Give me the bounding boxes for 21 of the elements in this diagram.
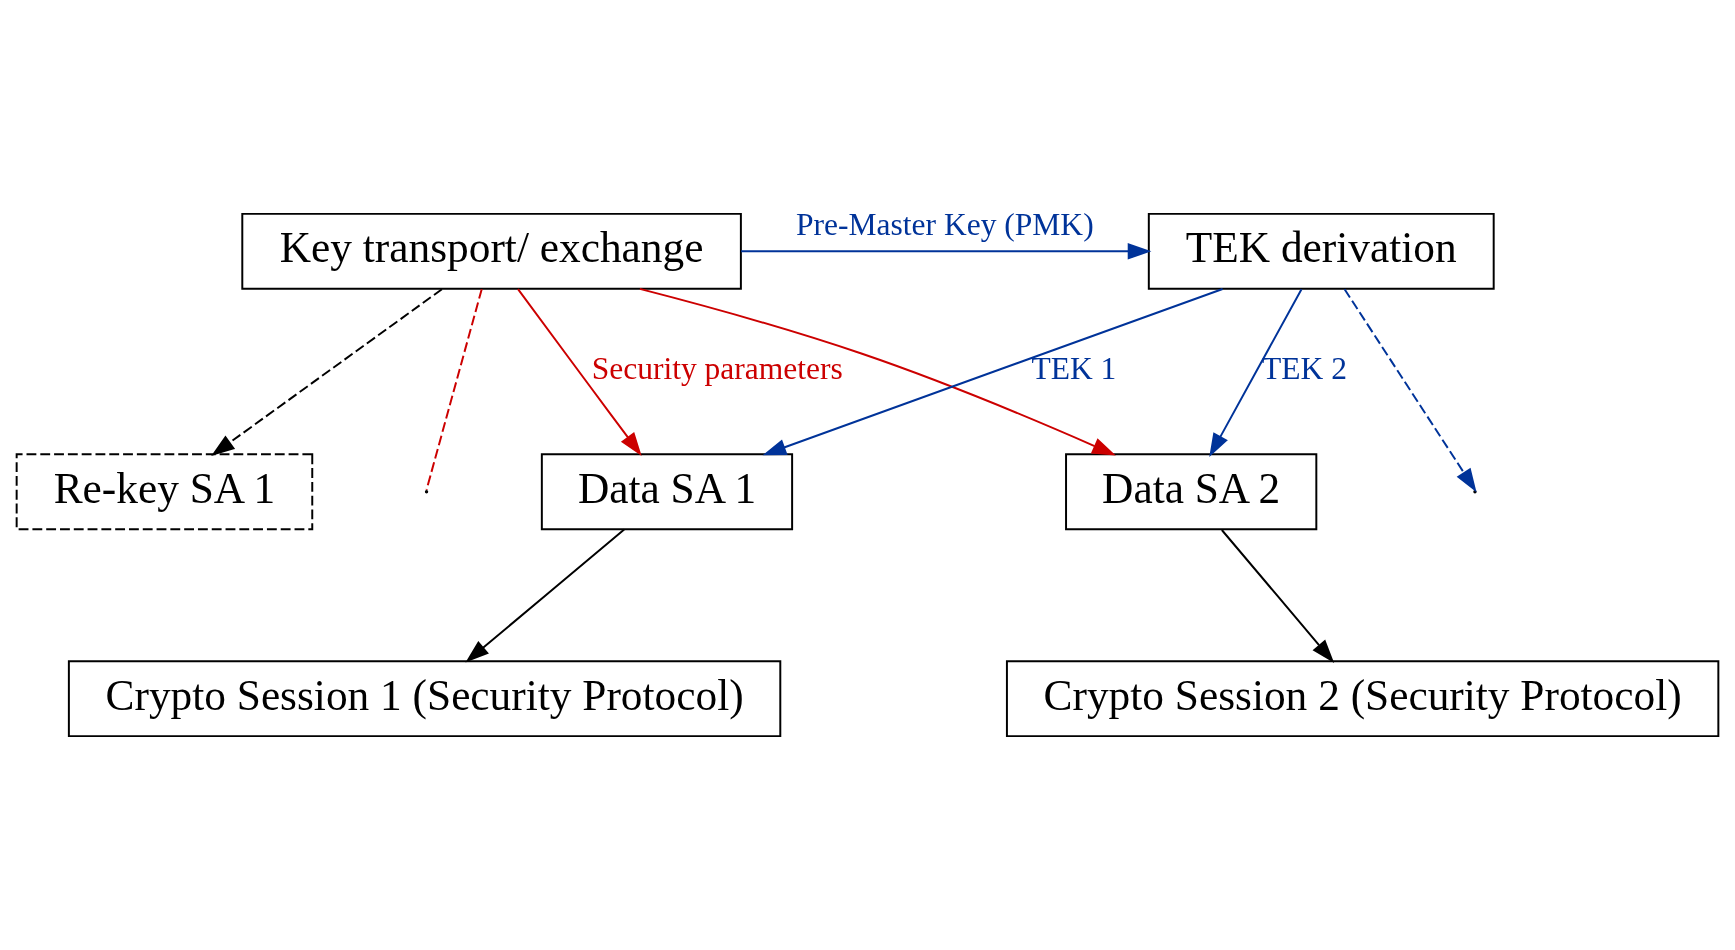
arrow <box>465 528 626 663</box>
node-box: Data SA 2 <box>1065 453 1318 531</box>
arrow <box>1209 288 1303 457</box>
arrow <box>517 288 642 456</box>
edge-label: TEK 1 <box>1031 351 1117 387</box>
arrow <box>762 288 1224 456</box>
connector <box>425 288 483 491</box>
arrow <box>1220 529 1335 664</box>
edge-label: Pre-Master Key (PMK) <box>796 207 1094 243</box>
arrow <box>211 288 443 457</box>
node-box: Key transport/ exchange <box>241 212 742 290</box>
node-box: Data SA 1 <box>540 453 794 531</box>
node-box: Crypto Session 1 (Security Protocol) <box>67 660 782 738</box>
node-box: Crypto Session 2 (Security Protocol) <box>1005 660 1720 738</box>
node-box: TEK derivation <box>1147 212 1495 290</box>
arrow <box>1343 288 1477 493</box>
node-box: Re-key SA 1 <box>15 453 314 531</box>
arrow <box>638 287 1116 456</box>
edge-label: Security parameters <box>591 351 843 387</box>
edge-label: TEK 2 <box>1262 351 1347 387</box>
arrow <box>740 243 1152 260</box>
